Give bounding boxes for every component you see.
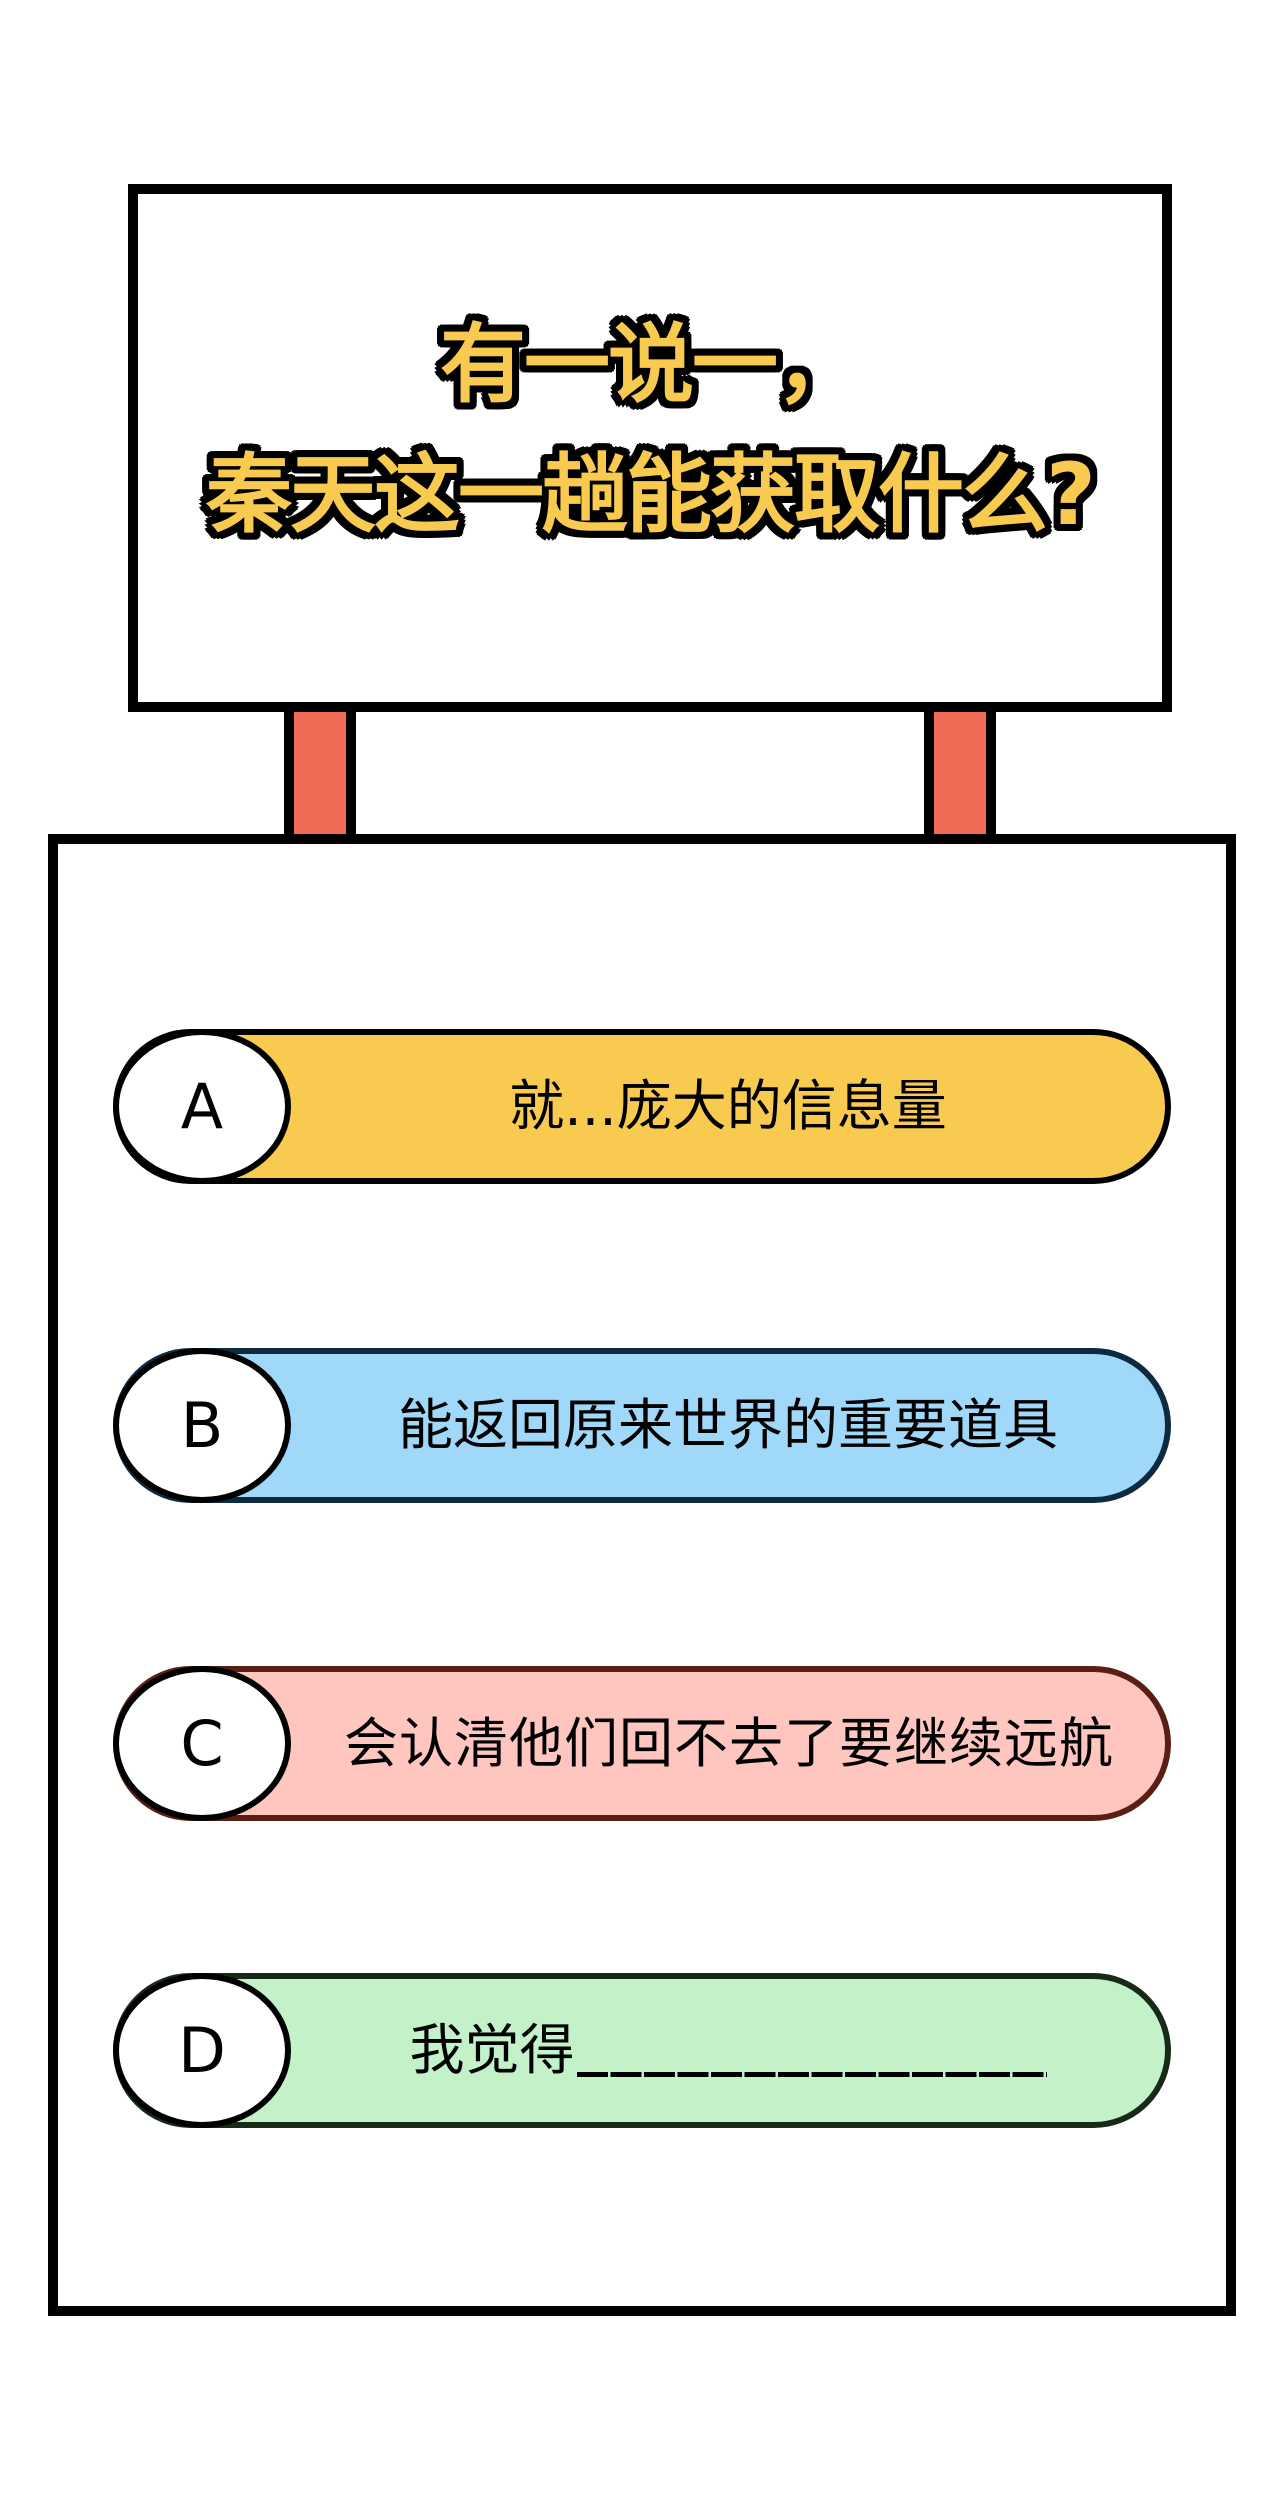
option-a-letter-badge: A bbox=[113, 1029, 291, 1184]
option-d-button[interactable]: D 我觉得 bbox=[113, 1973, 1171, 2128]
option-c-text: 会认清他们回不去了要继续远航 bbox=[307, 1672, 1151, 1815]
signpost-pole-right bbox=[924, 702, 996, 844]
option-a-button[interactable]: A 就...庞大的信息量 bbox=[113, 1029, 1171, 1184]
option-b-letter-badge: B bbox=[113, 1348, 291, 1503]
option-b-label: 能返回原来世界的重要道具 bbox=[397, 1393, 1058, 1457]
question-board: 有一说一， 秦天这一趟能获取什么? bbox=[128, 184, 1172, 712]
question-title-line1: 有一说一， bbox=[440, 315, 862, 415]
option-d-letter: D bbox=[178, 2013, 226, 2087]
option-b-letter: B bbox=[180, 1388, 224, 1462]
option-c-button[interactable]: C 会认清他们回不去了要继续远航 bbox=[113, 1666, 1171, 1821]
option-c-letter: C bbox=[180, 1706, 224, 1780]
option-b-button[interactable]: B 能返回原来世界的重要道具 bbox=[113, 1348, 1171, 1503]
option-d-blank-line bbox=[576, 2025, 1047, 2077]
options-board: A 就...庞大的信息量 B 能返回原来世界的重要道具 C 会认清他们回不去了要… bbox=[48, 834, 1236, 2316]
option-b-text: 能返回原来世界的重要道具 bbox=[119, 1354, 1165, 1497]
option-c-letter-badge: C bbox=[113, 1666, 291, 1821]
option-a-text: 就...庞大的信息量 bbox=[119, 1035, 1165, 1178]
option-a-label: 就...庞大的信息量 bbox=[509, 1074, 947, 1138]
option-c-label: 会认清他们回不去了要继续远航 bbox=[344, 1711, 1114, 1775]
question-title-line2: 秦天这一趟能获取什么? bbox=[206, 445, 1096, 545]
option-d-text: 我觉得 bbox=[119, 1979, 1165, 2122]
option-a-letter: A bbox=[180, 1069, 224, 1143]
option-d-label: 我觉得 bbox=[409, 2018, 575, 2082]
signpost-pole-left bbox=[284, 702, 356, 844]
option-d-letter-badge: D bbox=[113, 1973, 291, 2128]
